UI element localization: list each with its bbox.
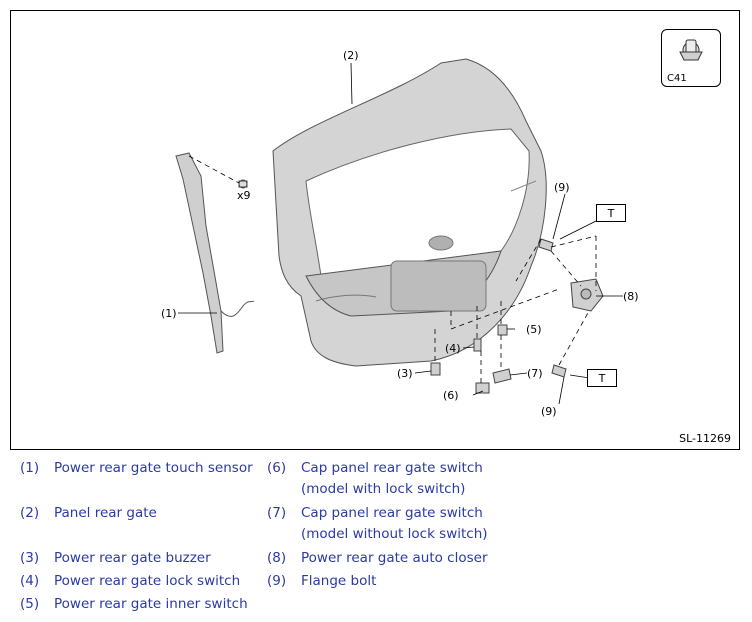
callout-7: (7) xyxy=(527,367,543,380)
legend-number: (2) xyxy=(20,505,40,521)
callout-4: (4) xyxy=(445,342,461,355)
legend-text: Cap panel rear gate switch (model with l… xyxy=(301,460,483,497)
callout-6: (6) xyxy=(443,389,459,402)
callout-9-top: (9) xyxy=(554,181,570,194)
clip-shape xyxy=(238,179,248,189)
legend-number: (9) xyxy=(267,573,287,589)
torque-box-lower: T xyxy=(587,369,617,387)
exploded-diagram: (2) (1) (9) (8) (5) (4) (3) (7) (6) (9) … xyxy=(10,10,740,450)
touch-sensor-shape xyxy=(175,152,255,354)
legend-number: (4) xyxy=(20,573,40,589)
legend-number: (1) xyxy=(20,460,40,476)
legend-number: (6) xyxy=(267,460,287,476)
leader-lines xyxy=(178,62,623,405)
legend-text: Power rear gate buzzer xyxy=(54,550,211,566)
callout-5: (5) xyxy=(526,323,542,336)
torque-box-upper: T xyxy=(596,204,626,222)
legend-text: Power rear gate inner switch xyxy=(54,596,248,612)
figure-code: SL-11269 xyxy=(679,432,731,445)
callout-2: (2) xyxy=(343,49,359,62)
legend-text: Cap panel rear gate switch (model withou… xyxy=(301,505,488,542)
panel-rear-gate-shape xyxy=(272,58,547,367)
parts-legend: (1) Power rear gate touch sensor (2) Pan… xyxy=(0,456,752,622)
diagram-artwork xyxy=(175,58,623,405)
callout-8: (8) xyxy=(623,290,639,303)
small-parts xyxy=(430,324,512,394)
callout-1: (1) xyxy=(161,307,177,320)
callout-9-bottom: (9) xyxy=(541,405,557,418)
legend-text: Flange bolt xyxy=(301,573,377,589)
clip-code: C41 xyxy=(667,73,687,84)
dash-lines xyxy=(188,155,597,383)
clip-reference-box: C41 xyxy=(661,29,721,87)
legend-text: Power rear gate lock switch xyxy=(54,573,241,589)
callout-3: (3) xyxy=(397,367,413,380)
clip-icon xyxy=(679,39,703,61)
legend-number: (3) xyxy=(20,550,40,566)
clip-quantity: x9 xyxy=(237,189,251,202)
auto-closer-shape xyxy=(570,278,604,312)
legend-number: (5) xyxy=(20,596,40,612)
legend-text: Power rear gate auto closer xyxy=(301,550,488,566)
flange-bolt-shapes xyxy=(538,238,567,378)
legend-number: (8) xyxy=(267,550,287,566)
legend-text: Power rear gate touch sensor xyxy=(54,460,253,476)
legend-number: (7) xyxy=(267,505,287,521)
legend-text: Panel rear gate xyxy=(54,505,157,521)
